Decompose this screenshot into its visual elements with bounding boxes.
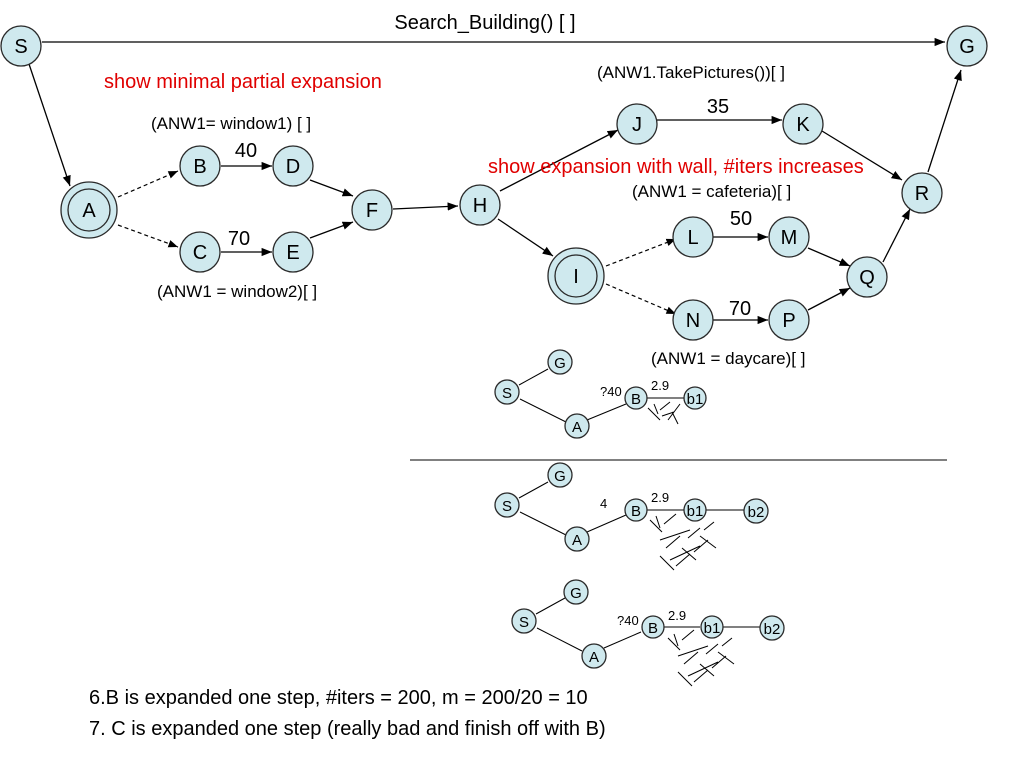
node-d: D <box>272 145 314 187</box>
svg-text:B: B <box>631 503 641 520</box>
svg-text:G: G <box>959 36 975 58</box>
annotation-wall: show expansion with wall, #iters increas… <box>488 156 864 178</box>
edge-m-q <box>807 247 851 267</box>
svg-text:b1: b1 <box>687 503 704 520</box>
svg-text:A: A <box>589 649 599 666</box>
node-n: N <box>672 299 714 341</box>
edge-s-a <box>28 63 71 187</box>
node-r: R <box>901 172 943 214</box>
weight-l-m: 50 <box>730 208 752 230</box>
edge-f-h <box>392 202 459 211</box>
svg-text:K: K <box>796 114 810 136</box>
annotation-daycare: (ANW1 = daycare)[ ] <box>651 349 805 368</box>
svg-text:b2: b2 <box>748 504 765 521</box>
footer-line-1: 6.B is expanded one step, #iters = 200, … <box>89 687 588 709</box>
node-b: B <box>179 145 221 187</box>
svg-text:S: S <box>14 36 27 58</box>
svg-text:?40: ?40 <box>617 613 639 628</box>
edge-k-r <box>821 130 903 181</box>
svg-text:2.9: 2.9 <box>651 378 669 393</box>
annotation-window2: (ANW1 = window2)[ ] <box>157 282 317 301</box>
svg-text:2.9: 2.9 <box>651 490 669 505</box>
node-q: Q <box>846 256 888 298</box>
svg-text:G: G <box>570 585 582 602</box>
svg-text:S: S <box>502 498 512 515</box>
weight-b-d: 40 <box>235 140 257 162</box>
branch-marks <box>647 401 681 425</box>
svg-text:2.9: 2.9 <box>668 608 686 623</box>
svg-text:J: J <box>632 114 642 136</box>
annotation-takepictures: (ANW1.TakePictures())[ ] <box>597 63 785 82</box>
svg-text:M: M <box>781 227 798 249</box>
svg-text:G: G <box>554 468 566 485</box>
svg-text:B: B <box>193 156 206 178</box>
node-s: S <box>0 25 42 67</box>
svg-text:A: A <box>572 532 582 549</box>
svg-text:F: F <box>366 200 378 222</box>
annotation-minimal: show minimal partial expansion <box>104 71 382 93</box>
edge-a-c <box>117 224 179 248</box>
svg-text:N: N <box>686 310 700 332</box>
svg-text:G: G <box>554 355 566 372</box>
branch-marks <box>649 513 717 571</box>
svg-text:b1: b1 <box>687 391 704 408</box>
edge-q-r <box>882 208 911 263</box>
edge-p-q <box>807 287 851 311</box>
svg-text:B: B <box>631 391 641 408</box>
svg-text:b2: b2 <box>764 621 781 638</box>
svg-text:A: A <box>572 419 582 436</box>
svg-text:H: H <box>473 195 487 217</box>
mini-diagram-2: S G A B b1 b2 4 2.9 <box>494 462 769 571</box>
svg-text:P: P <box>782 310 795 332</box>
svg-text:R: R <box>915 183 929 205</box>
svg-text:A: A <box>82 200 96 222</box>
annotation-window1: (ANW1= window1) [ ] <box>151 114 311 133</box>
svg-text:S: S <box>502 385 512 402</box>
svg-text:E: E <box>286 242 299 264</box>
node-e: E <box>272 231 314 273</box>
annotation-cafeteria: (ANW1 = cafeteria)[ ] <box>632 182 791 201</box>
svg-text:C: C <box>193 242 207 264</box>
diagram-title: Search_Building() [ ] <box>394 12 575 34</box>
node-c: C <box>179 231 221 273</box>
branch-marks <box>667 629 735 687</box>
svg-text:?40: ?40 <box>600 384 622 399</box>
node-j: J <box>616 103 658 145</box>
node-l: L <box>672 216 714 258</box>
edge-e-f <box>309 221 354 239</box>
edge-h-i <box>497 218 554 257</box>
node-f: F <box>351 189 393 231</box>
svg-text:L: L <box>687 227 698 249</box>
svg-text:D: D <box>286 156 300 178</box>
edge-d-f <box>309 179 354 197</box>
edge-i-n <box>605 283 677 315</box>
edge-r-g <box>927 69 962 173</box>
node-g: G <box>946 25 988 67</box>
node-p: P <box>768 299 810 341</box>
svg-text:Q: Q <box>859 267 875 289</box>
svg-text:B: B <box>648 620 658 637</box>
svg-text:I: I <box>573 266 579 288</box>
node-k: K <box>782 103 824 145</box>
weight-n-p: 70 <box>729 298 751 320</box>
node-i: I <box>547 247 605 305</box>
weight-j-k: 35 <box>707 96 729 118</box>
svg-text:4: 4 <box>600 496 607 511</box>
node-m: M <box>768 216 810 258</box>
edge-i-l <box>605 238 677 267</box>
edge-a-b <box>117 170 179 198</box>
edge-h-j <box>499 129 619 192</box>
mini-diagram-1: S G A B b1 ?40 2.9 <box>494 349 707 439</box>
node-a: A <box>60 181 118 239</box>
weight-c-e: 70 <box>228 228 250 250</box>
footer-line-2: 7. C is expanded one step (really bad an… <box>89 718 606 740</box>
node-h: H <box>459 184 501 226</box>
mini-diagram-3: S G A B b1 b2 ?40 2.9 <box>511 579 785 687</box>
svg-text:S: S <box>519 614 529 631</box>
svg-text:b1: b1 <box>704 620 721 637</box>
